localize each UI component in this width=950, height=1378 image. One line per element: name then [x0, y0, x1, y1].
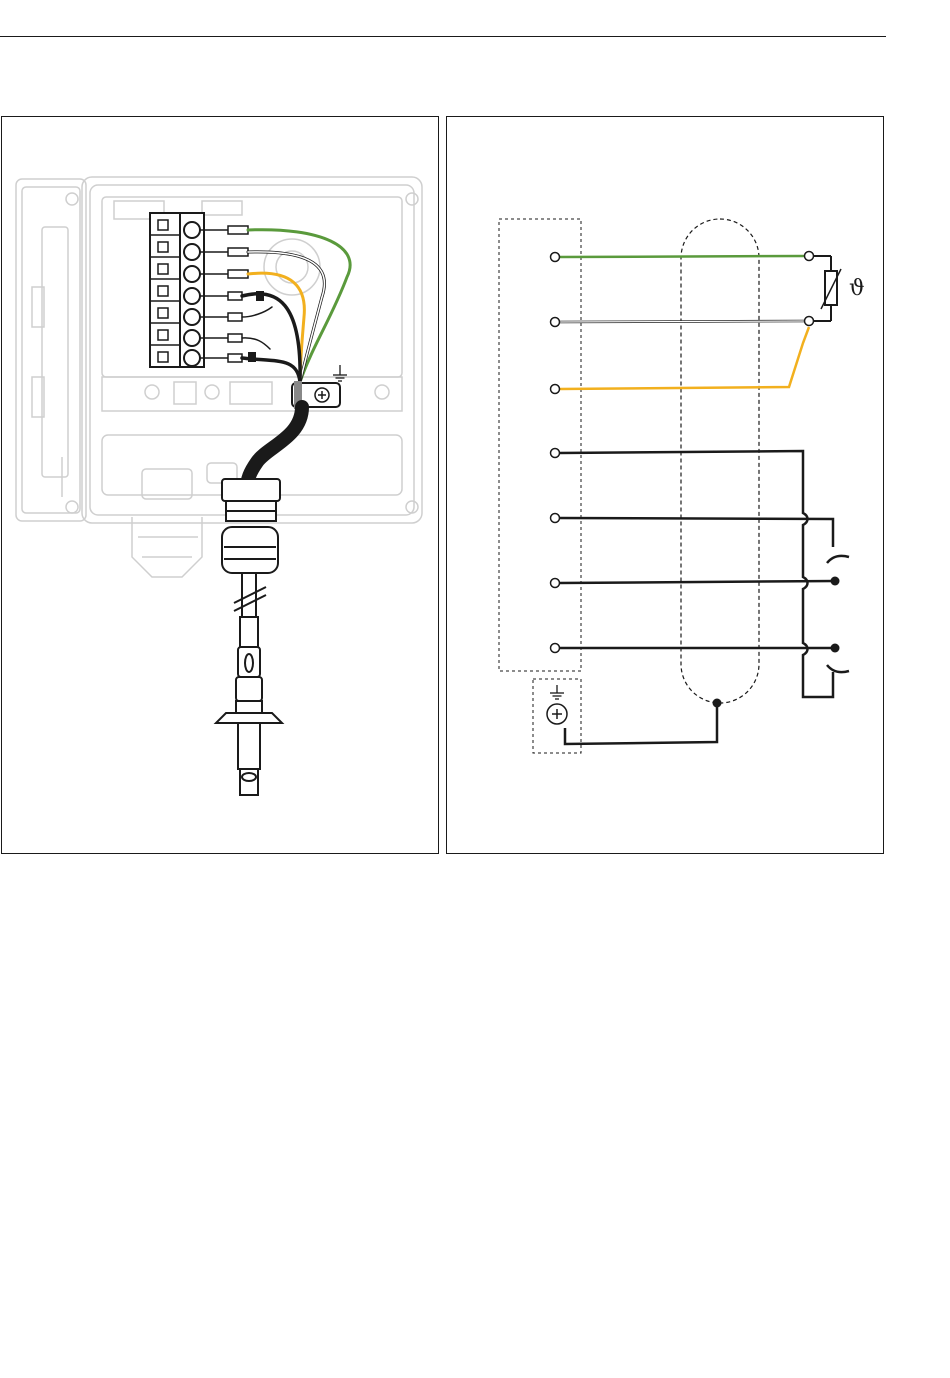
cable-shield [681, 219, 759, 703]
terminal-3 [551, 385, 560, 394]
electrode-contacts [827, 556, 849, 672]
header-rule [0, 36, 886, 37]
wiring-illustration-panel [1, 116, 439, 854]
wire-black-2 [559, 518, 833, 547]
sensor-cable [247, 407, 302, 489]
terminal-screw [184, 266, 200, 282]
schematic-wires [559, 256, 835, 744]
ground-screw [547, 704, 567, 724]
terminal-6 [551, 579, 560, 588]
wire-black-3 [559, 581, 835, 583]
temperature-symbol: ϑ [849, 276, 865, 301]
wire-green [559, 256, 807, 257]
terminal-2 [551, 318, 560, 327]
wire-shield-ground [565, 703, 717, 744]
wiring-schematic-panel: ϑ [446, 116, 884, 854]
terminal-screw [184, 309, 200, 325]
terminal-block [150, 213, 204, 367]
terminal-screw [184, 222, 200, 238]
electrode-node [831, 577, 840, 586]
wiring-illustration [2, 117, 438, 853]
terminal-screw [184, 288, 200, 304]
sensor-terminal-b [805, 317, 814, 326]
housing-outline [16, 177, 422, 577]
cable-gland [222, 479, 280, 573]
terminal-7 [551, 644, 560, 653]
terminal-screw [184, 330, 200, 346]
electrode-node [831, 644, 840, 653]
sensor-terminal-a [805, 252, 814, 261]
terminal-5 [551, 514, 560, 523]
sensor-wires [242, 230, 350, 382]
wiring-schematic: ϑ [447, 117, 883, 853]
wire-black-1 [559, 451, 833, 697]
temperature-sensor [811, 256, 841, 321]
shield-node [713, 699, 722, 708]
terminal-1 [551, 253, 560, 262]
sensor-probe [216, 573, 282, 795]
wire-yellow [559, 327, 809, 389]
terminal-strip-box [499, 219, 581, 671]
ground-icon [333, 365, 347, 381]
terminal-screw [184, 244, 200, 260]
ground-icon [550, 685, 564, 699]
terminal-screw [184, 350, 200, 366]
terminal-4 [551, 449, 560, 458]
